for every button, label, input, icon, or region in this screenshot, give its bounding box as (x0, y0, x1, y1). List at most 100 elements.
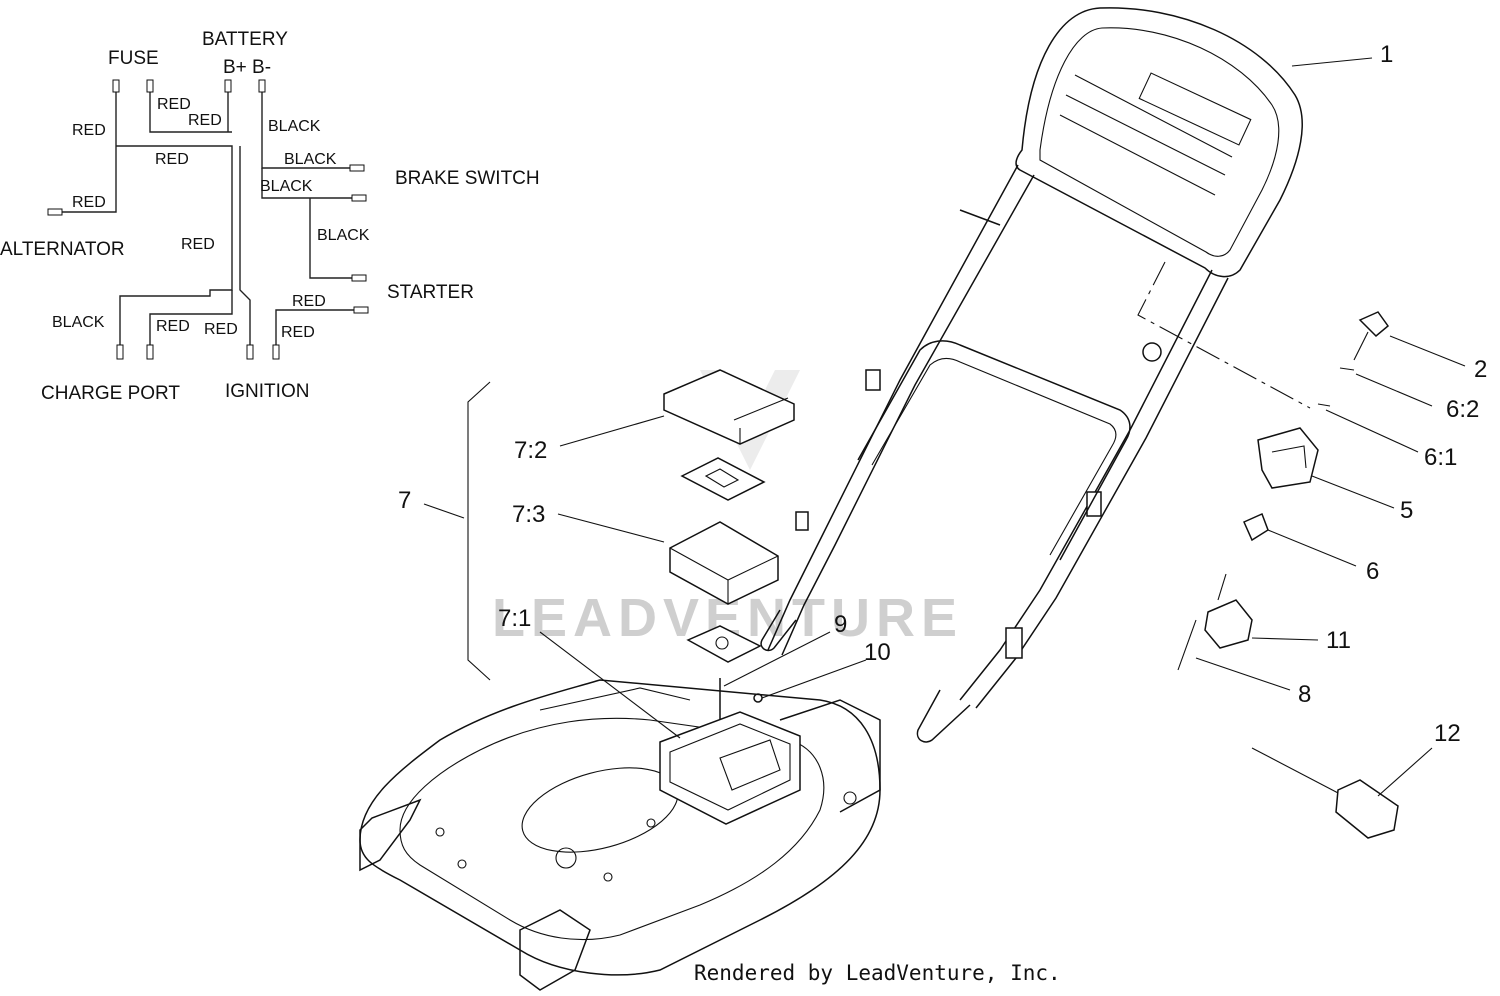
lower-u-bar-outer (857, 340, 1131, 561)
small-parts (1177, 311, 1399, 839)
battery-tray (659, 711, 801, 825)
rear-housing (779, 699, 881, 813)
wire-label: BLACK (52, 314, 105, 331)
label-brake-switch: BRAKE SWITCH (395, 168, 540, 189)
wire-black-battery (261, 168, 352, 199)
part-11-lead (1217, 573, 1227, 601)
part-11-module (1204, 599, 1253, 649)
wire-label: RED (156, 318, 190, 335)
callout-10: 10 (864, 639, 891, 666)
part-7-2-cover (663, 369, 795, 445)
callout-7-3: 7:3 (512, 501, 545, 528)
terminal-battery-plus (224, 79, 232, 93)
part-2-cord (1353, 331, 1369, 361)
label-battery-poles: B+ B- (223, 57, 271, 78)
part-5-cover (1257, 427, 1319, 489)
mower-deck (359, 679, 881, 991)
wire-label: RED (181, 236, 215, 253)
callout-6: 6 (1366, 558, 1379, 585)
label-battery: BATTERY (202, 29, 288, 50)
part-6-1-nut (1317, 403, 1331, 407)
part-8-rod (1177, 619, 1197, 671)
battery-tray-inner (669, 723, 791, 811)
lower-u-bar-inner (871, 357, 1117, 556)
callout-6-2: 6:2 (1446, 396, 1479, 423)
callout-8: 8 (1298, 681, 1311, 708)
wire-red-charge (149, 290, 233, 346)
handle-grip-inner (1039, 27, 1280, 257)
leader-7-1 (539, 631, 681, 739)
leader-11 (1251, 637, 1319, 641)
assembly-leader (1137, 261, 1311, 409)
callout-5: 5 (1400, 497, 1413, 524)
label-charge-port: CHARGE PORT (41, 383, 180, 404)
leader-8 (1195, 657, 1291, 691)
bail-switch (1142, 342, 1162, 362)
leader-6-1 (1325, 409, 1419, 453)
front-bumper-right (519, 909, 591, 991)
part-7-3-edges (669, 547, 779, 604)
part-2-key (1358, 311, 1390, 338)
kit-bracket (467, 381, 491, 681)
leader-lines (423, 57, 1466, 797)
part-12-charger (1335, 779, 1399, 839)
callout-7-2: 7:2 (514, 437, 547, 464)
leader-7-3 (557, 513, 665, 543)
right-rail-knob (1086, 491, 1102, 517)
label-starter: STARTER (387, 282, 474, 303)
handle-assembly (760, 7, 1303, 743)
wire-red-ignition (239, 146, 251, 346)
leader-6 (1267, 529, 1357, 567)
render-credit: Rendered by LeadVenture, Inc. (694, 961, 1061, 985)
wire-label: BLACK (260, 178, 313, 195)
deck-rib (539, 687, 691, 711)
wire-red-main (116, 145, 233, 345)
wire-label: RED (72, 122, 106, 139)
left-rail-outer (767, 164, 1019, 651)
wire-alternator-red (62, 92, 117, 213)
part-7-2-detail (733, 397, 789, 444)
wire-label: BLACK (284, 151, 337, 168)
wire-label: RED (292, 293, 326, 310)
terminal-alternator (47, 208, 63, 216)
part-7-3-battery (669, 521, 779, 605)
leader-5 (1311, 475, 1395, 509)
deck-outer (359, 679, 881, 976)
label-fuse: FUSE (108, 48, 159, 69)
wire-label: RED (281, 324, 315, 341)
battery-tray-terminal (719, 739, 781, 791)
callout-2: 2 (1474, 356, 1487, 383)
leader-7 (423, 503, 465, 519)
leader-2 (1389, 335, 1466, 367)
part-5-cover-detail (1271, 445, 1307, 469)
right-rail-inner (975, 277, 1229, 709)
leader-1 (1291, 57, 1373, 67)
wiring-schematic: FUSE BATTERY B+ B- BRAKE SWITCH ALTERNAT… (0, 29, 540, 404)
terminal-battery-minus (258, 79, 266, 93)
wire-black-starter (309, 198, 352, 279)
wire-label: RED (204, 321, 238, 338)
front-bumper-left (359, 798, 422, 872)
wire-label: RED (72, 194, 106, 211)
terminal-brake-a (349, 164, 365, 172)
left-rail-knob (865, 369, 881, 391)
gasket-hole (704, 468, 740, 488)
terminal-fuse-a (112, 79, 120, 93)
label-alternator: ALTERNATOR (0, 239, 125, 260)
part-6-2-washer (1339, 367, 1355, 371)
right-rail-outer (959, 269, 1213, 701)
part-12-cable (1251, 747, 1341, 795)
right-rail-clip (1005, 627, 1023, 659)
terminal-charge-a (116, 344, 124, 360)
callout-9: 9 (834, 611, 847, 638)
deck-bolt (603, 872, 613, 882)
left-rail-clip (795, 511, 809, 531)
handle-grip-bars (1059, 74, 1233, 196)
wire-label: RED (188, 112, 222, 129)
callout-11: 11 (1326, 627, 1351, 654)
part-7-1-port (715, 636, 729, 650)
deck-bolt (435, 827, 445, 837)
terminal-charge-b (146, 344, 154, 360)
leader-12 (1377, 747, 1433, 797)
